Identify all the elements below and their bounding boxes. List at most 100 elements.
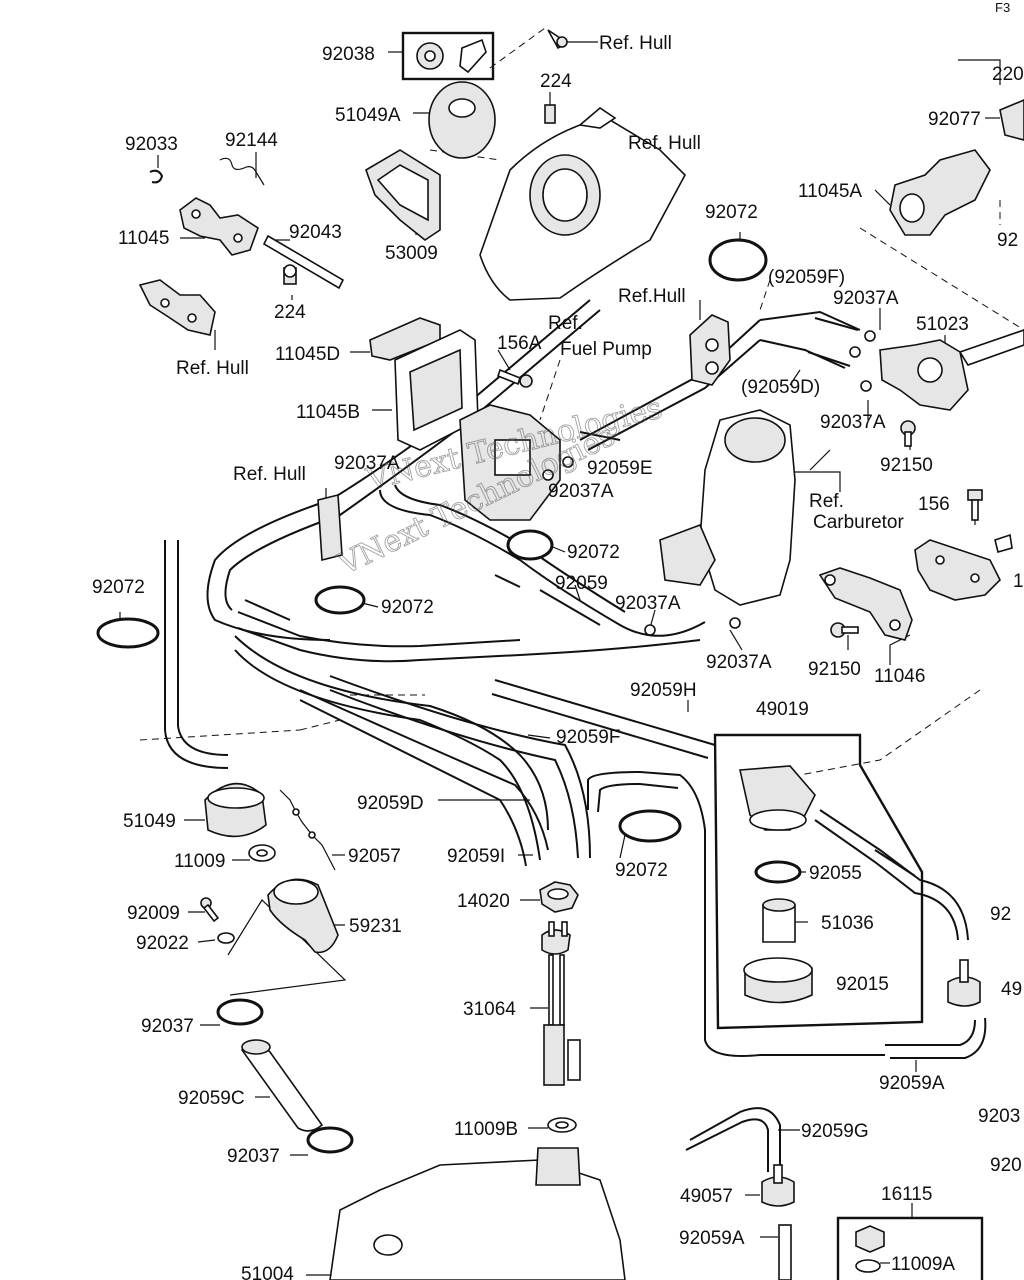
part-92072-clamp-top — [708, 238, 768, 282]
label-92059I: 92059I — [447, 846, 505, 867]
part-156-bolt — [967, 489, 983, 521]
part-hull-clip-center — [317, 493, 343, 562]
label-92037A-f: 92037A — [706, 652, 772, 673]
label-92037A-a: 92037A — [833, 288, 899, 309]
part-92009-screw — [200, 897, 220, 923]
label-92059E: 92059E — [587, 458, 653, 479]
label-1-right: 1 — [1013, 571, 1024, 592]
label-224-mid: 224 — [274, 302, 306, 323]
label-92059F-paren: (92059F) — [768, 267, 845, 288]
label-59231: 59231 — [349, 916, 402, 937]
label-11045: 11045 — [118, 228, 169, 249]
label-11009B: 11009B — [454, 1119, 518, 1140]
part-92037A-clips — [542, 330, 876, 636]
label-156: 156 — [918, 494, 950, 515]
label-92037A-d: 92037A — [548, 481, 614, 502]
part-92144-spring — [219, 157, 265, 186]
label-49-right: 49 — [1001, 979, 1022, 1000]
label-31064: 31064 — [463, 999, 516, 1020]
hose-segments — [494, 317, 916, 877]
label-220: 220 — [992, 64, 1024, 85]
part-51049A-cap — [428, 81, 496, 159]
label-92150-a: 92150 — [880, 455, 933, 476]
label-ref-hull-2: Ref. Hull — [628, 133, 701, 154]
part-92022-washer — [217, 932, 235, 944]
part-11009B-washer — [547, 1117, 577, 1133]
label-53009: 53009 — [385, 243, 438, 264]
part-59231-filler-neck — [267, 878, 339, 954]
part-92033-clip — [149, 169, 164, 184]
page-code: F3 — [995, 0, 1010, 15]
part-92043-rod — [262, 234, 345, 290]
label-92150-b: 92150 — [808, 659, 861, 680]
part-49-filter-right — [947, 959, 981, 1007]
label-92055: 92055 — [809, 863, 862, 884]
part-224-bolt-mid — [283, 264, 297, 285]
label-92059D: 92059D — [357, 793, 424, 814]
part-labels: F3 92038 Ref. Hull 224 51049A Ref. Hull … — [92, 0, 1024, 1280]
label-ref-hull-top: Ref. Hull — [599, 33, 672, 54]
label-92022: 92022 — [136, 933, 189, 954]
part-hull-cover — [479, 106, 686, 301]
part-14020-nut — [539, 881, 579, 913]
part-92077 — [999, 99, 1024, 141]
label-9203-right: 9203 — [978, 1106, 1020, 1127]
label-92072-d: 92072 — [381, 597, 434, 618]
part-92072-clamp-lower — [618, 809, 682, 843]
label-156A: 156A — [497, 333, 542, 354]
label-14020: 14020 — [457, 891, 510, 912]
label-11045B: 11045B — [296, 402, 360, 423]
label-92077: 92077 — [928, 109, 981, 130]
label-92072-e: 92072 — [615, 860, 668, 881]
part-92057-chain — [279, 789, 336, 871]
part-bracket-right — [914, 533, 1013, 601]
part-92037-clamp-a — [216, 998, 264, 1026]
label-92059: 92059 — [555, 573, 608, 594]
part-49057-filter — [761, 1164, 795, 1207]
part-92059A-hose-bottom — [778, 1224, 792, 1280]
label-92059A-b: 92059A — [679, 1228, 745, 1249]
part-92150-bolt-b — [830, 622, 859, 638]
part-92072-clamp-left — [96, 617, 160, 649]
label-92037-b: 92037 — [227, 1146, 280, 1167]
part-51049-cap — [204, 782, 267, 838]
part-bolt-top — [547, 29, 568, 50]
part-11045A-bracket — [889, 149, 991, 236]
label-92144: 92144 — [225, 130, 278, 151]
label-51049: 51049 — [123, 811, 176, 832]
part-hull-bracket-left — [138, 279, 216, 336]
part-53009-bracket — [365, 149, 441, 241]
label-92059G: 92059G — [801, 1121, 869, 1142]
label-224-top: 224 — [540, 71, 572, 92]
hose-lines — [164, 299, 987, 1172]
label-92059A-a: 92059A — [879, 1073, 945, 1094]
part-31064-sender — [541, 921, 581, 1086]
label-92072-c: 92072 — [92, 577, 145, 598]
label-92059H: 92059H — [630, 680, 697, 701]
label-92057: 92057 — [348, 846, 401, 867]
part-92038-kit — [401, 31, 495, 81]
label-51023: 51023 — [916, 314, 969, 335]
part-11045-bracket — [179, 197, 259, 256]
part-92150-bolt-a — [900, 420, 916, 447]
label-92072-b: 92072 — [567, 542, 620, 563]
label-ref-carburetor-1: Ref. — [809, 491, 844, 512]
label-920-right: 920 — [990, 1155, 1022, 1176]
label-ref-hull-5: Ref. Hull — [233, 464, 306, 485]
label-92059D-paren: (92059D) — [741, 377, 820, 398]
label-11045A: 11045A — [798, 181, 862, 202]
label-11009A: 11009A — [891, 1254, 955, 1275]
label-92059C: 92059C — [178, 1088, 245, 1109]
label-49019: 49019 — [756, 699, 809, 720]
part-11009-washer — [248, 844, 276, 862]
part-156A-bolt — [497, 368, 533, 388]
label-51004: 51004 — [241, 1264, 294, 1280]
label-51049A: 51049A — [335, 105, 401, 126]
part-11045B-bracket — [394, 329, 479, 451]
label-92033: 92033 — [125, 134, 178, 155]
part-11046-bracket — [818, 567, 913, 641]
label-92043: 92043 — [289, 222, 342, 243]
part-224-bolt — [544, 104, 556, 124]
part-92072-clamp-1 — [506, 529, 554, 561]
label-92037A-e: 92037A — [615, 593, 681, 614]
